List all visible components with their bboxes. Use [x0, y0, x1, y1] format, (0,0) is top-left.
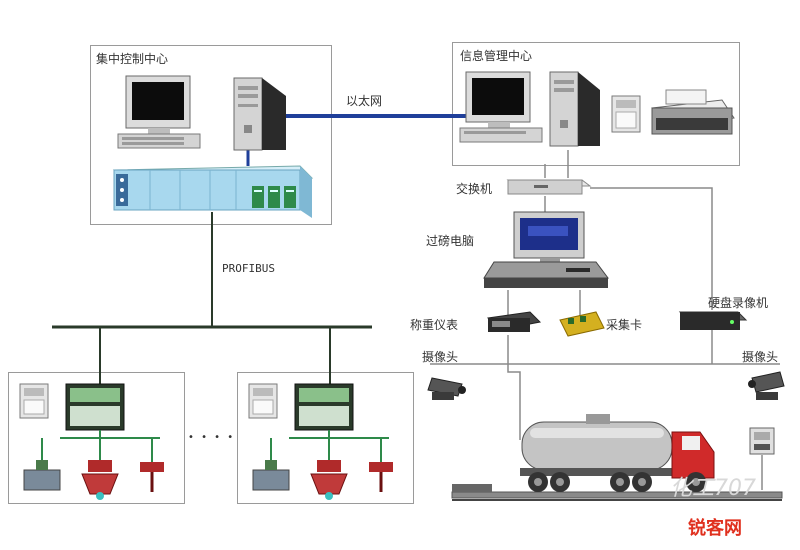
ethernet-label: 以太网 — [346, 94, 383, 108]
switch-label: 交换机 — [456, 182, 493, 196]
info-server-tower — [549, 71, 600, 147]
corner-watermark: 化工707 — [670, 476, 756, 501]
capture-card — [559, 311, 605, 337]
weighing-instrument — [487, 311, 542, 332]
profibus-label: PROFIBUS — [222, 262, 275, 275]
weighing-pc-label: 过磅电脑 — [426, 234, 475, 248]
field-station-1-devices — [19, 383, 164, 500]
network-switch — [506, 179, 592, 195]
control-monitor — [117, 75, 201, 149]
disk-recorder-label: 硬盘录像机 — [708, 296, 769, 310]
scale-to-platform — [507, 364, 521, 440]
weighbridge — [451, 484, 783, 501]
camera-right-device — [748, 371, 785, 400]
camera-left-label: 摄像头 — [422, 350, 459, 364]
central-control-label: 集中控制中心 — [96, 52, 169, 66]
disk-recorder — [678, 311, 748, 330]
info-phone-device — [611, 95, 641, 133]
plc-rack — [112, 165, 314, 218]
printer — [651, 89, 735, 135]
field-station-2-devices — [248, 383, 393, 500]
site-watermark: 锐客网 — [688, 518, 742, 539]
control-server-tower — [233, 77, 286, 151]
camera-left-device — [427, 377, 466, 400]
ellipsis-label: • • • • — [188, 432, 236, 443]
weighing-pc — [483, 211, 609, 288]
switch-to-recorder — [590, 187, 713, 310]
camera-right-label: 摄像头 — [742, 350, 779, 364]
weighing-instrument-label: 称重仪表 — [410, 318, 459, 332]
tanker-truck — [520, 414, 715, 492]
info-management-label: 信息管理中心 — [460, 49, 533, 63]
traffic-sensor — [749, 427, 775, 455]
info-monitor — [459, 71, 543, 143]
capture-card-label: 采集卡 — [606, 318, 643, 332]
